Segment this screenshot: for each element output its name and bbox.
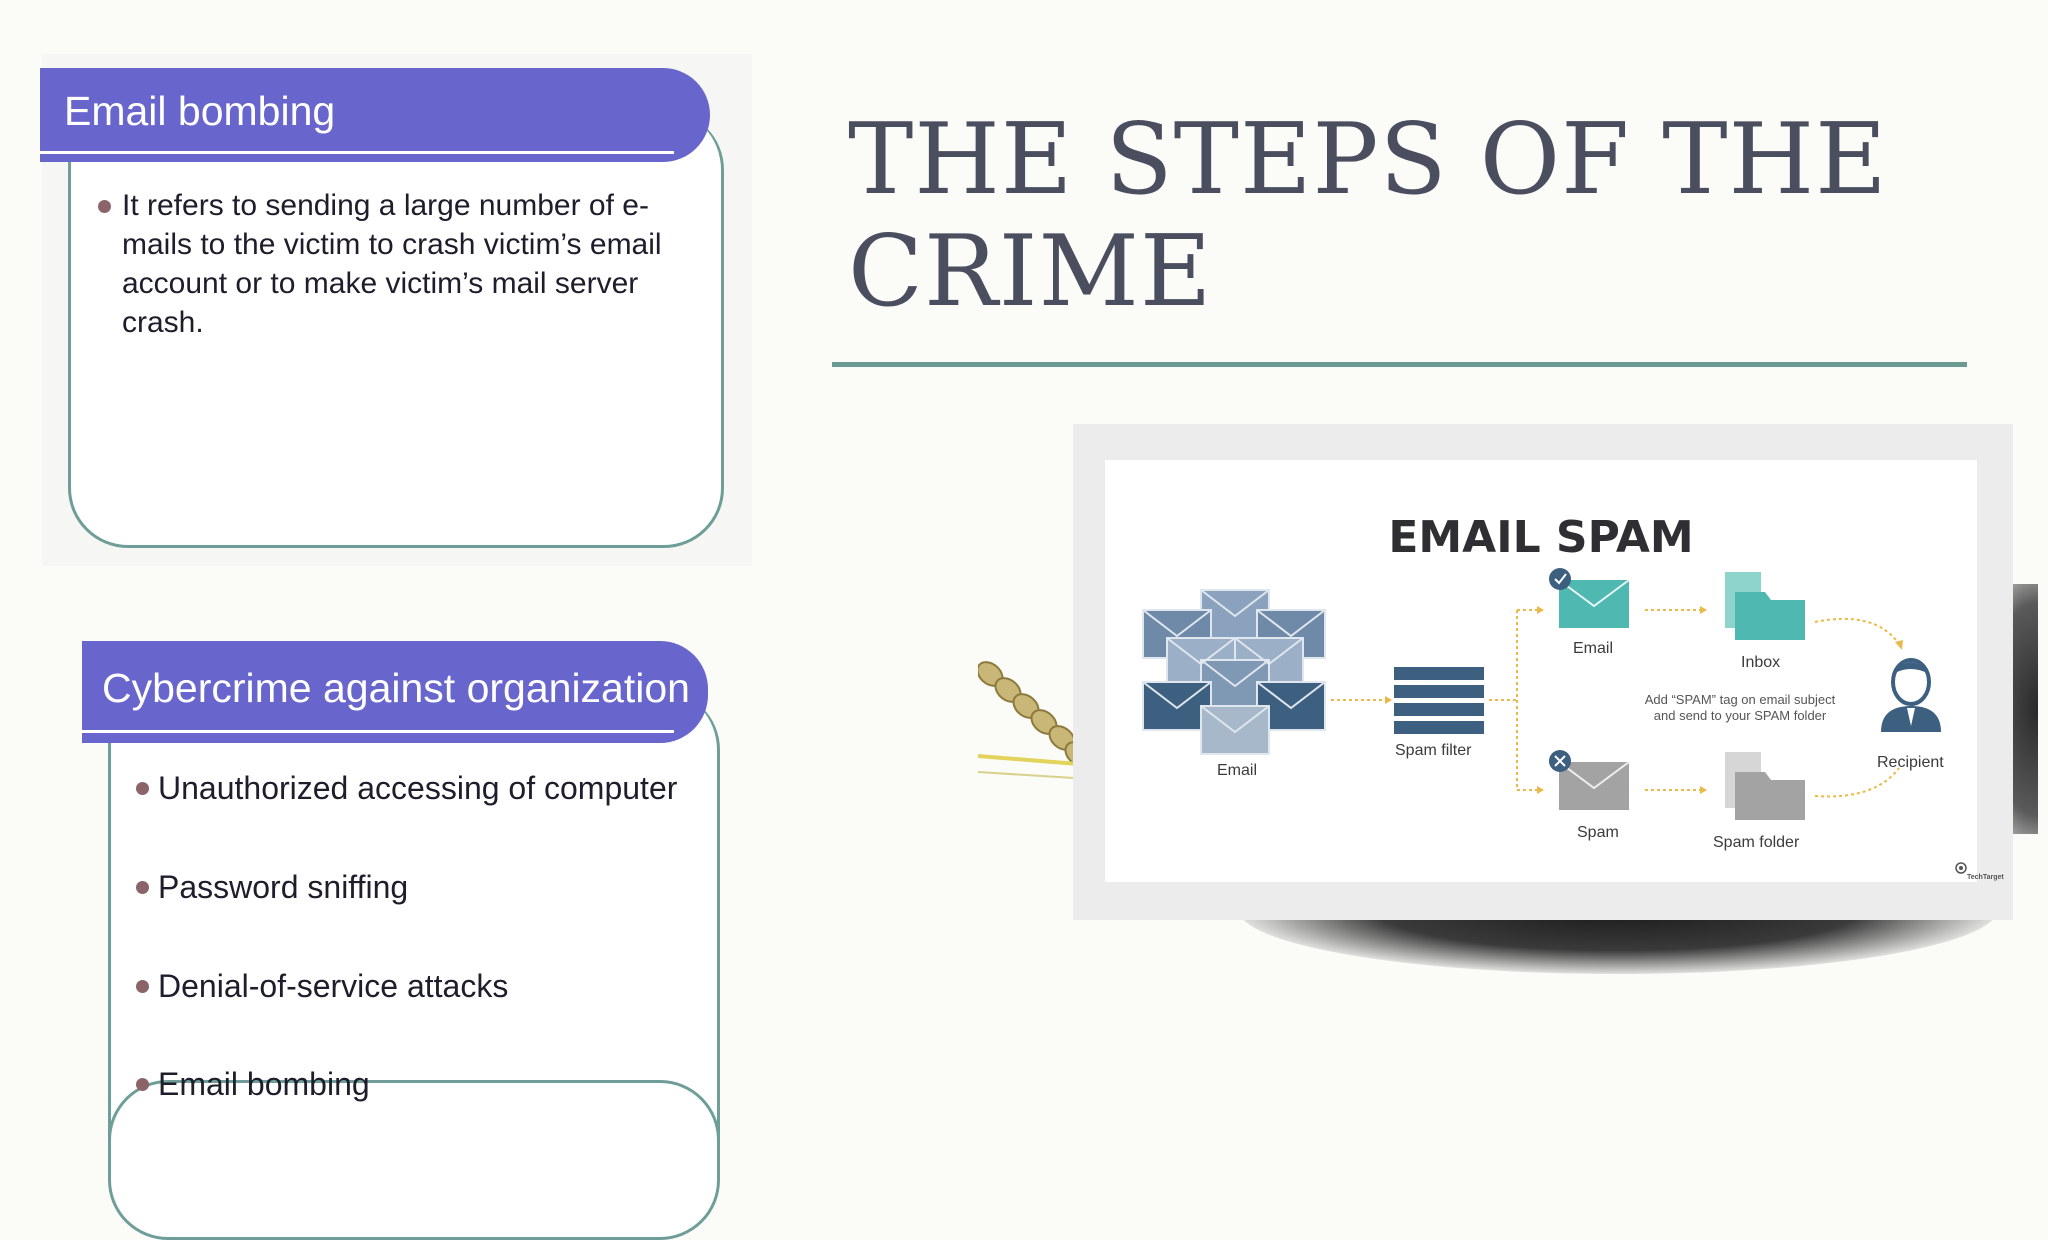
list-item-text: Unauthorized accessing of computer	[158, 770, 678, 806]
bullet-dot	[136, 980, 149, 993]
envelope-stack-icon	[1142, 589, 1326, 755]
header-underline	[40, 151, 674, 154]
list-item-text: Email bombing	[158, 1066, 370, 1102]
inbox-folder-icon	[1725, 572, 1805, 640]
email-label: Email	[1573, 640, 1614, 657]
bullet-dot	[136, 1078, 149, 1091]
spam-folder-label: Spam folder	[1713, 834, 1800, 851]
list-item: Unauthorized accessing of computer	[136, 764, 698, 863]
list-item-text: It refers to sending a large number of e…	[122, 189, 662, 339]
spam-diagram-title: EMAIL SPAM	[1388, 512, 1694, 563]
card-cybercrime-organization-body	[108, 690, 720, 1152]
slide-title: THE STEPS OF THE CRIME	[848, 103, 1888, 329]
email-icon	[1549, 568, 1630, 628]
list-item-text: Denial-of-service attacks	[158, 968, 509, 1004]
recipient-label: Recipient	[1877, 754, 1944, 771]
card-cybercrime-organization-title: Cybercrime against organization	[102, 665, 690, 711]
bullet-dot	[98, 200, 111, 213]
spam-folder-icon	[1725, 752, 1805, 820]
spam-diagram-panel: EMAIL SPAM	[1105, 460, 2004, 882]
bullet-dot	[136, 782, 149, 795]
spam-label: Spam	[1577, 824, 1619, 841]
spam-note: Add “SPAM” tag on email subject and send…	[1625, 692, 1855, 724]
rope-icon	[978, 654, 1088, 784]
spam-flow-graphic	[1142, 568, 1967, 874]
email-spam-image: EMAIL SPAM	[978, 424, 2038, 1004]
spam-note-line: and send to your SPAM folder	[1653, 708, 1827, 723]
spam-filter-icon	[1394, 667, 1484, 734]
card-cybercrime-organization-header: Cybercrime against organization	[82, 641, 708, 743]
techtarget-logo-icon	[1955, 862, 1967, 874]
card-email-bombing-body	[68, 110, 724, 548]
spam-diagram-frame: EMAIL SPAM	[1073, 424, 2013, 920]
email-stack-label: Email	[1217, 762, 1258, 779]
inbox-label: Inbox	[1741, 654, 1781, 671]
recipient-icon	[1881, 658, 1941, 732]
card-email-bombing-bullets: It refers to sending a large number of e…	[98, 186, 710, 342]
spam-filter-label: Spam filter	[1395, 742, 1472, 759]
title-divider	[832, 362, 1967, 367]
bullet-dot	[136, 881, 149, 894]
brand-credit: TechTarget	[1967, 874, 2004, 881]
card-email-bombing-title: Email bombing	[64, 88, 336, 134]
list-item: Denial-of-service attacks	[136, 962, 698, 1060]
header-underline	[82, 730, 674, 733]
spam-envelope-icon	[1549, 750, 1630, 810]
spam-note-line: Add “SPAM” tag on email subject	[1644, 692, 1836, 707]
list-item-text: Password sniffing	[158, 869, 409, 905]
list-item: It refers to sending a large number of e…	[98, 186, 710, 342]
card-cybercrime-organization-bullets: Unauthorized accessing of computer Passw…	[136, 764, 698, 1120]
list-item: Password sniffing	[136, 863, 698, 962]
list-item: Email bombing	[136, 1060, 698, 1120]
card-email-bombing-header: Email bombing	[40, 68, 710, 162]
